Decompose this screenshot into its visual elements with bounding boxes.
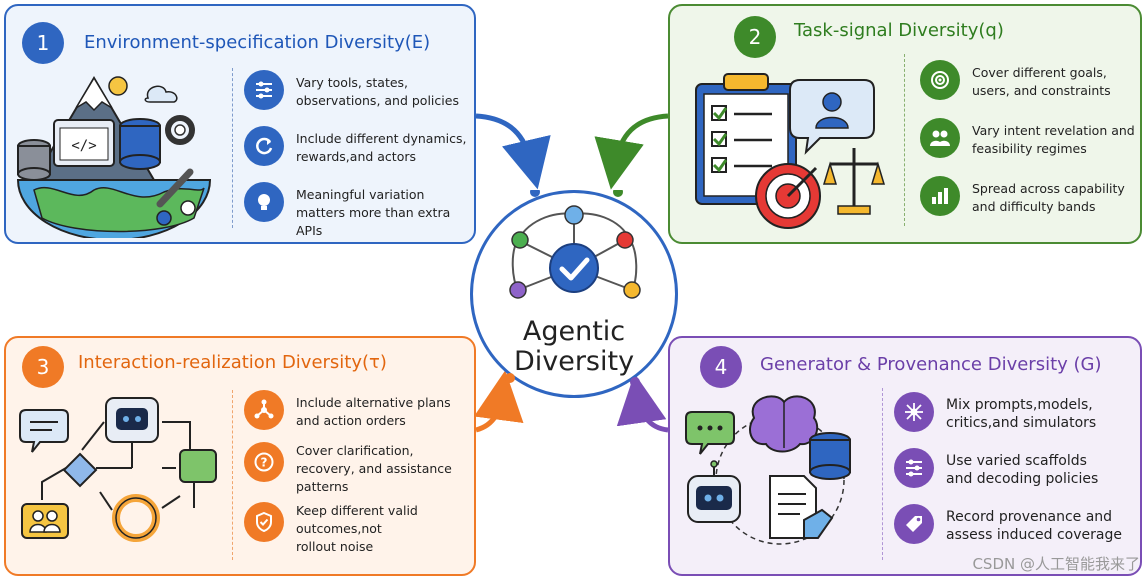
item-text: Use varied scaffolds and decoding polici… — [946, 453, 1099, 487]
refresh-cycle-icon — [244, 126, 284, 166]
panel-task-signal: 2 Task-signal Diversity(q) Cover differe… — [668, 4, 1142, 244]
panel-divider — [882, 388, 883, 560]
item-text: Cover clarification, recovery, and assis… — [296, 443, 452, 494]
arrow-2-to-center — [594, 113, 669, 190]
generator-illustration — [685, 395, 851, 545]
item-text: Keep different valid outcomes,not rollou… — [296, 503, 418, 554]
panel-title: Environment-specification Diversity(E) — [84, 32, 431, 53]
center-title-line2: Diversity — [513, 346, 635, 377]
task-clipboard-illustration — [695, 73, 886, 229]
sliders-icon — [244, 70, 284, 110]
item-text: Include different dynamics, rewards,and … — [296, 131, 467, 164]
center-title-line1: Agentic — [522, 316, 626, 347]
svg-text:?: ? — [261, 456, 268, 470]
hub-network-icon — [894, 392, 934, 432]
users-icon — [920, 118, 960, 158]
item-text: Record provenance and assess induced cov… — [946, 509, 1122, 543]
item-text: Vary tools, states, observations, and po… — [296, 75, 459, 108]
shield-check-icon — [244, 502, 284, 542]
item-text: Spread across capability and difficulty … — [972, 181, 1125, 214]
sliders-icon — [894, 448, 934, 488]
panel-interaction-realization: 3 Interaction-realization Diversity(τ) I… — [4, 336, 476, 576]
interaction-flow-illustration — [19, 397, 217, 542]
agentic-diversity-hub: Agentic Diversity — [470, 190, 678, 398]
bar-chart-icon — [920, 176, 960, 216]
item-text: Include alternative plans and action ord… — [296, 395, 451, 428]
panel-number-badge: 1 — [22, 22, 64, 64]
lightbulb-icon — [244, 182, 284, 222]
environment-illustration: </> — [16, 76, 212, 238]
panel-number-badge: 2 — [734, 16, 776, 58]
panel-divider — [904, 54, 905, 226]
item-text: Meaningful variation matters more than e… — [296, 187, 451, 238]
arrow-1-to-center — [475, 113, 551, 190]
panel-title: Generator & Provenance Diversity (G) — [760, 354, 1102, 375]
panel-divider — [232, 68, 233, 228]
network-check-icon — [505, 190, 641, 387]
panel-environment-specification: 1 Environment-specification Diversity(E)… — [4, 4, 476, 244]
target-icon — [920, 60, 960, 100]
branch-network-icon — [244, 390, 284, 430]
watermark: CSDN @人工智能我来了 — [972, 555, 1140, 573]
tag-icon — [894, 504, 934, 544]
arrow-4-from-center — [616, 373, 669, 433]
panel-divider — [232, 390, 233, 560]
item-text: Cover different goals, users, and constr… — [972, 65, 1111, 98]
panel-title: Task-signal Diversity(q) — [794, 20, 1004, 41]
question-help-icon: ? — [244, 442, 284, 482]
panel-number-badge: 3 — [22, 346, 64, 388]
panel-generator-provenance: 4 Generator & Provenance Diversity (G) M… — [668, 336, 1142, 576]
item-text: Mix prompts,models, critics,and simulato… — [946, 397, 1097, 431]
panel-number-badge: 4 — [700, 346, 742, 388]
item-text: Vary intent revelation and feasibility r… — [972, 123, 1135, 156]
arrow-3-from-center — [473, 370, 524, 433]
panel-title: Interaction-realization Diversity(τ) — [78, 352, 387, 373]
svg-text:</>: </> — [71, 138, 96, 154]
